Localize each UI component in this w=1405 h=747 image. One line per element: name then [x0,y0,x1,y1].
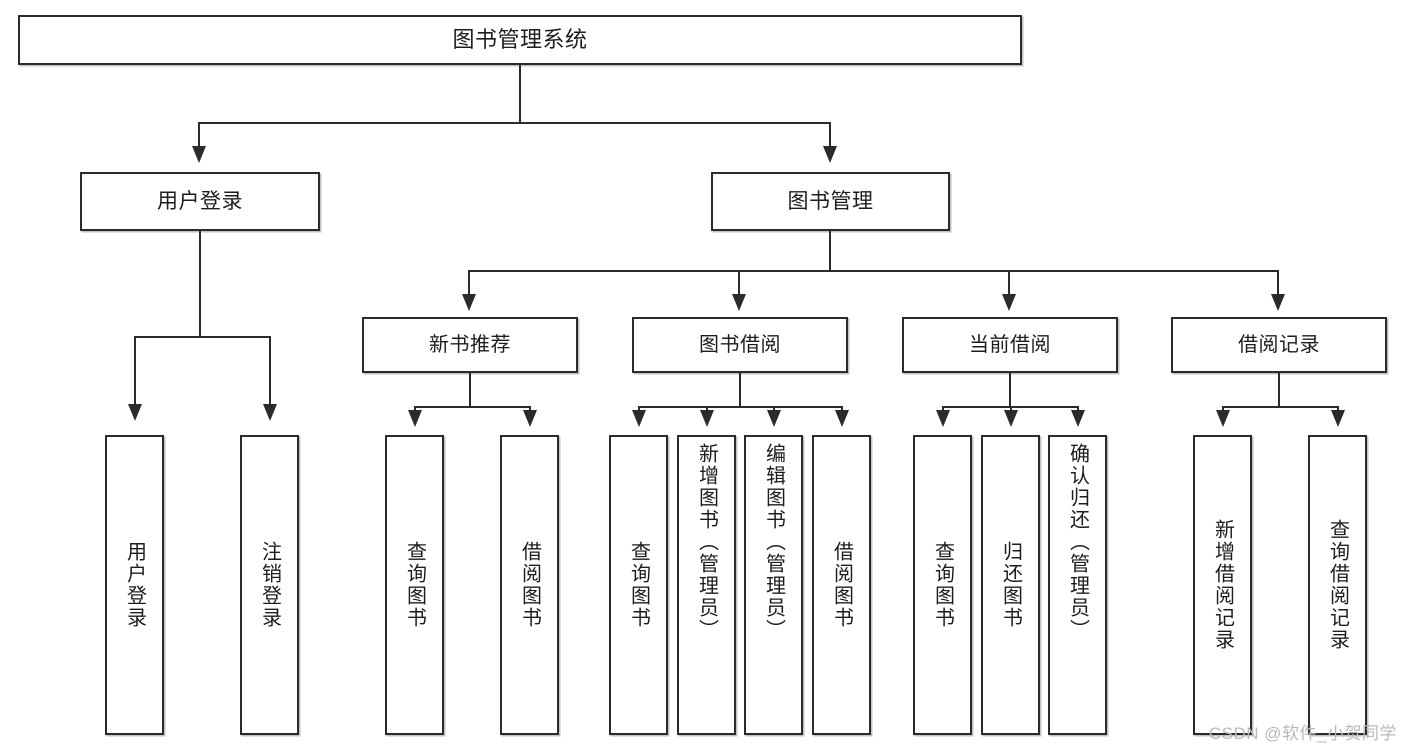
connector-new-book-stem [469,373,471,407]
connector-level1-bus [198,122,831,124]
node-label: 确认归还（管理员） [1066,443,1089,641]
connector-user-login-stem [199,231,201,337]
arrow-to-leaf-query-book-2 [632,410,646,427]
connector-book-borrow-drop-2 [706,406,708,412]
node-new-book-recommend[interactable]: 新书推荐 [362,317,578,373]
connector-borrow-record-bus [1222,406,1339,408]
node-label: 新增借阅记录 [1211,519,1234,651]
arrow-to-leaf-user-login [128,404,142,421]
node-label: 查询图书 [931,541,954,629]
arrow-to-leaf-confirm-return [1071,410,1085,427]
arrow-to-leaf-edit-book [767,410,781,427]
connector-book-borrow-drop-1 [638,406,640,412]
arrow-to-borrow-record [1271,294,1285,311]
arrow-to-leaf-logout [263,404,277,421]
leaf-query-book-borrow[interactable]: 查询图书 [609,435,668,735]
node-label: 用户登录 [157,189,243,213]
csdn-watermark: CSDN @软件_小贺同学 [1208,724,1397,743]
node-label: 图书借阅 [699,333,781,356]
arrow-to-leaf-borrow-book-2 [835,410,849,427]
connector-borrow-record-stem [1278,373,1280,407]
leaf-logout[interactable]: 注销登录 [240,435,299,735]
arrow-to-leaf-query-record [1331,410,1345,427]
connector-book-management-stem [829,231,831,271]
arrow-to-leaf-add-record [1216,410,1230,427]
node-label: 新书推荐 [429,333,511,356]
leaf-query-book-current[interactable]: 查询图书 [913,435,972,735]
connector-level2-drop-book-borrow [738,270,740,296]
node-label: 归还图书 [999,541,1022,629]
node-label: 借阅图书 [518,541,541,629]
node-label: 查询图书 [627,541,650,629]
arrow-to-book-management [823,146,837,163]
connector-current-borrow-drop-2 [1010,406,1012,412]
node-label: 图书管理 [787,189,874,213]
node-user-login[interactable]: 用户登录 [80,172,320,231]
node-label: 注销登录 [258,541,281,629]
node-label: 图书管理系统 [452,26,588,52]
arrow-to-leaf-add-book [700,410,714,427]
node-label: 用户登录 [123,541,146,629]
node-book-borrow[interactable]: 图书借阅 [632,317,848,373]
connector-current-borrow-drop-1 [942,406,944,412]
leaf-return-book[interactable]: 归还图书 [981,435,1040,735]
arrow-to-leaf-borrow-book-1 [523,410,537,427]
arrow-to-leaf-return-book [1004,410,1018,427]
leaf-user-login[interactable]: 用户登录 [105,435,164,735]
leaf-query-borrow-record[interactable]: 查询借阅记录 [1308,435,1367,735]
connector-user-login-drop-2 [269,336,271,406]
connector-root-stem [519,65,521,123]
connector-level2-bus [468,270,1278,272]
connector-user-login-bus [134,336,271,338]
node-book-management[interactable]: 图书管理 [711,172,950,231]
node-current-borrow[interactable]: 当前借阅 [902,317,1118,373]
node-label: 编辑图书（管理员） [762,443,785,641]
arrow-to-user-login [192,146,206,163]
leaf-add-book-admin[interactable]: 新增图书（管理员） [677,435,736,735]
leaf-query-book-new-recommend[interactable]: 查询图书 [385,435,444,735]
node-borrow-record[interactable]: 借阅记录 [1171,317,1387,373]
leaf-borrow-book[interactable]: 借阅图书 [812,435,871,735]
connector-book-borrow-drop-4 [841,406,843,412]
leaf-borrow-book-new-recommend[interactable]: 借阅图书 [500,435,559,735]
connector-current-borrow-drop-3 [1077,406,1079,412]
arrow-to-current-borrow [1002,294,1016,311]
leaf-edit-book-admin[interactable]: 编辑图书（管理员） [744,435,803,735]
arrow-to-book-borrow [732,294,746,311]
node-label: 新增图书（管理员） [695,443,718,641]
connector-level2-drop-new-book [468,270,470,296]
connector-book-borrow-drop-3 [773,406,775,412]
connector-level1-drop-user-login [198,122,200,148]
connector-book-borrow-stem [739,373,741,407]
leaf-confirm-return-admin[interactable]: 确认归还（管理员） [1048,435,1107,735]
connector-level2-drop-current-borrow [1008,270,1010,296]
node-label: 借阅记录 [1238,333,1320,356]
node-label: 当前借阅 [969,333,1051,356]
connector-new-book-bus [414,406,531,408]
arrow-to-leaf-query-book-3 [936,410,950,427]
connector-borrow-record-drop-1 [1222,406,1224,412]
node-label: 查询借阅记录 [1326,519,1349,651]
connector-new-book-drop-2 [529,406,531,412]
arrow-to-new-book-recommend [462,294,476,311]
connector-level1-drop-book-management [829,122,831,148]
connector-book-borrow-bus [638,406,842,408]
leaf-add-borrow-record[interactable]: 新增借阅记录 [1193,435,1252,735]
arrow-to-leaf-query-book-1 [408,410,422,427]
connector-level2-drop-borrow-record [1277,270,1279,296]
connector-borrow-record-drop-2 [1337,406,1339,412]
node-root-book-management-system[interactable]: 图书管理系统 [18,15,1022,65]
connector-new-book-drop-1 [414,406,416,412]
node-label: 查询图书 [403,541,426,629]
connector-user-login-drop-1 [134,336,136,406]
connector-current-borrow-stem [1009,373,1011,407]
node-label: 借阅图书 [830,541,853,629]
